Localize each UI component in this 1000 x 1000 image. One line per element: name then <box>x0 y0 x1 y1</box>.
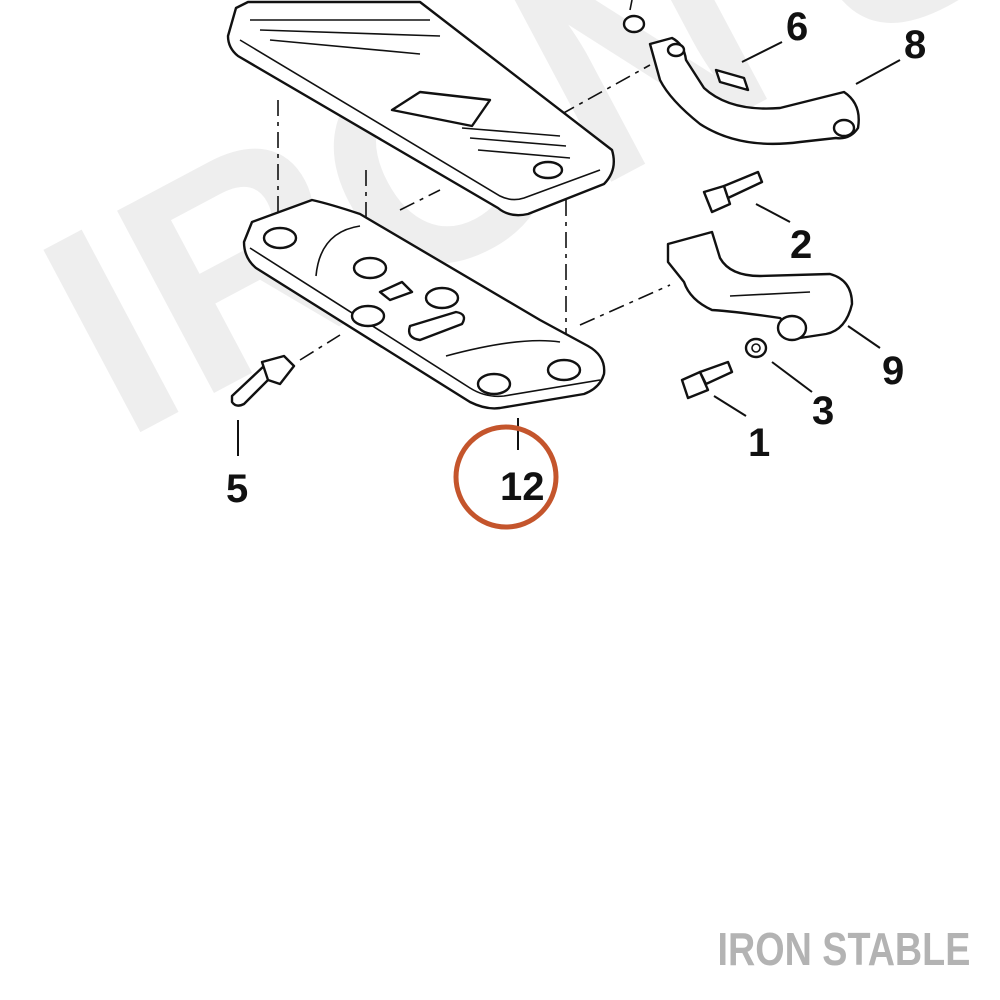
callout-1: 1 <box>748 421 770 465</box>
footboard-pad <box>226 0 615 217</box>
callout-2: 2 <box>790 223 812 267</box>
stud-part-5 <box>230 354 296 407</box>
callout-3: 3 <box>812 389 834 433</box>
arm-part-9 <box>666 230 854 342</box>
bolt-part-2 <box>702 170 764 214</box>
callout-5: 5 <box>226 467 248 511</box>
callout-9: 9 <box>882 349 904 393</box>
screw-part-6 <box>622 14 750 92</box>
callout-8: 8 <box>904 23 926 67</box>
leader-lines <box>237 41 901 456</box>
callout-12: 12 <box>500 465 545 509</box>
highlight-circle <box>453 424 559 530</box>
bolt-part-1 <box>680 360 734 400</box>
arm-part-8 <box>648 36 860 146</box>
washer-part-3 <box>744 337 768 359</box>
brand-label: IRON STABLE <box>717 923 970 975</box>
footboard-bracket <box>242 198 606 410</box>
callout-6: 6 <box>786 5 808 49</box>
